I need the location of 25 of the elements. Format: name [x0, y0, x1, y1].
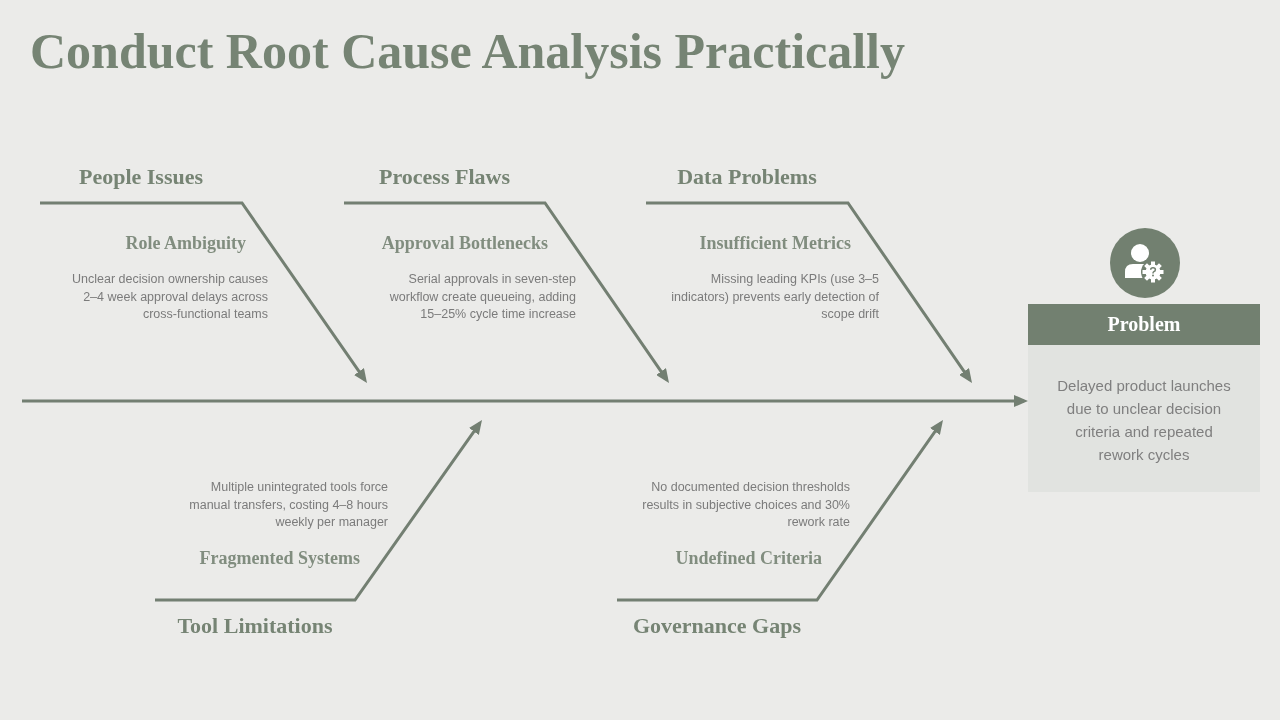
cause-title: Role Ambiguity — [125, 233, 246, 253]
bone-arrow — [40, 201, 367, 383]
cause-title: Approval Bottlenecks — [381, 233, 548, 253]
bone-arrow — [155, 420, 482, 602]
category-heading: Process Flaws — [344, 163, 545, 203]
cause-title: Undefined Criteria — [675, 548, 822, 568]
category-heading: Governance Gaps — [617, 600, 817, 642]
title: Conduct Root Cause Analysis Practically — [30, 22, 905, 80]
cause-description: Missing leading KPIs (use 3–5 indicators) prevents early detection of scope drift — [670, 271, 879, 323]
cause-description: Unclear decision ownership causes 2–4 week approval delays across cross-functional teams — [71, 271, 268, 323]
spine-arrow — [22, 395, 1028, 407]
cause-description: Multiple unintegrated tools force manual transfers, costing 4–8 hours weekly per manager — [188, 479, 388, 531]
problem-header: Problem — [1028, 304, 1260, 345]
cause-title: Insufficient Metrics — [699, 233, 851, 253]
bone-arrow — [646, 201, 972, 383]
category-heading: Tool Limitations — [155, 600, 355, 642]
cause-title: Fragmented Systems — [199, 548, 360, 568]
cause-description: Serial approvals in seven-step workflow create queueing, adding 15–25% cycle time increase — [388, 271, 576, 323]
bone-arrow — [344, 201, 669, 383]
category-heading: People Issues — [40, 163, 242, 203]
problem-description: Delayed product launches due to unclear decision criteria and repeated rework cycles — [1056, 376, 1232, 465]
problem-card — [1028, 304, 1260, 492]
cause-description: No documented decision thresholds results in subjective choices and 30% rework rate — [641, 479, 850, 531]
bone-arrow — [617, 420, 943, 602]
category-heading: Data Problems — [646, 163, 848, 203]
